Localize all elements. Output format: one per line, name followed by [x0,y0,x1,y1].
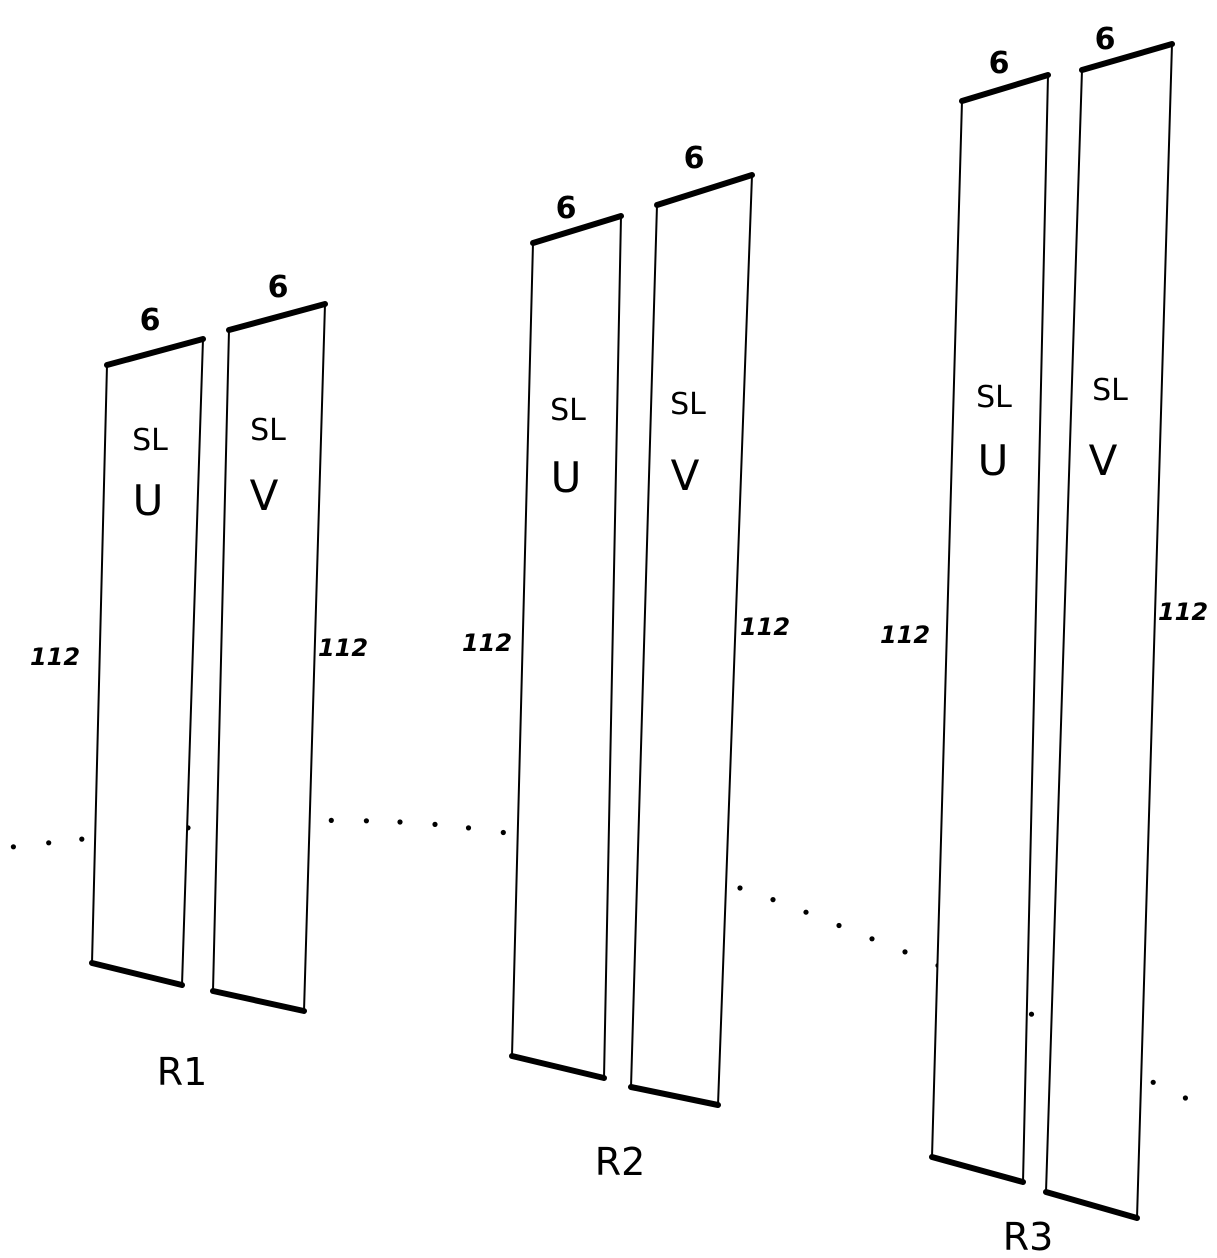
panel-top-edge [530,213,624,246]
station-label: R1 [157,1050,208,1094]
beam-dot [328,817,334,824]
station-r2: 6 SL U 112 6 SL V 112 R2 [462,141,790,1184]
panel-plane-label: U [551,453,582,502]
station-r3: 6 SL U 112 6 SL V 112 R3 [880,22,1208,1258]
beam-dot [363,818,369,824]
panel-top-edge [104,336,206,368]
panel-type-label: SL [250,413,286,448]
panel-width-label: 6 [268,270,289,305]
panel-bottom-edge [509,1053,607,1081]
beam-dot [79,836,85,842]
panel-outline [1044,42,1174,1220]
panel-type-label: SL [976,380,1012,415]
station-label: R2 [595,1140,646,1184]
panel-outline [510,214,623,1080]
panel-r3-u: 6 SL U 112 [880,46,1051,1185]
panel-bottom-edge [628,1084,721,1108]
panel-bottom-edge [1043,1189,1140,1221]
beam-dot [1182,1095,1188,1101]
beam-dot [10,844,16,850]
panel-width-label: 6 [989,46,1010,81]
beam-dot [465,825,472,831]
panel-type-label: SL [1092,373,1128,408]
panel-bottom-edge [210,988,307,1014]
panel-bottom-edge [89,960,185,988]
beam-dot [869,936,875,942]
panel-width-label: 6 [684,141,705,176]
panel-r2-v: 6 SL V 112 [628,141,790,1108]
beam-dot [902,949,908,955]
panel-r1-v: 6 SL V 112 [210,270,368,1014]
panel-r2-u: 6 SL U 112 [462,191,624,1081]
panel-height-label: 112 [462,629,512,657]
panel-top-edge [959,72,1051,104]
panel-height-label: 112 [30,643,80,671]
beam-dot [737,885,743,891]
panel-outline [629,173,754,1107]
panel-type-label: SL [132,423,168,458]
panel-width-label: 6 [556,191,577,226]
panel-r3-v: 6 SL V 112 [1043,22,1208,1221]
panel-type-label: SL [670,387,706,422]
panel-top-edge [654,172,755,208]
station-r1: 6 SL U 112 6 SL V 112 R1 [30,270,368,1094]
panel-top-edge [1079,41,1175,73]
beam-dot [500,829,506,836]
panel-height-label: 112 [318,634,368,662]
beam-dot [1028,1011,1035,1017]
panel-width-label: 6 [1095,22,1116,57]
station-label: R3 [1003,1215,1054,1258]
beam-dot [803,909,809,915]
panel-plane-label: V [250,471,279,520]
panel-bottom-edge [929,1154,1026,1185]
beam-dot [1150,1079,1156,1085]
beam-dot [46,840,52,846]
panel-height-label: 112 [740,613,790,641]
beam-dot [770,897,776,903]
panel-plane-label: V [1089,436,1118,485]
panel-plane-label: V [671,451,700,500]
beam-dot [397,819,403,825]
panel-top-edge [226,301,328,333]
beam-dot [836,922,842,929]
panel-outline [211,302,327,1013]
panel-type-label: SL [550,393,586,428]
panel-height-label: 112 [1158,598,1208,626]
beam-dot [432,821,438,828]
panel-height-label: 112 [880,621,930,649]
panel-plane-label: U [978,436,1009,485]
panel-width-label: 6 [140,303,161,338]
panel-plane-label: U [133,476,164,525]
panel-r1-u: 6 SL U 112 [30,303,206,988]
